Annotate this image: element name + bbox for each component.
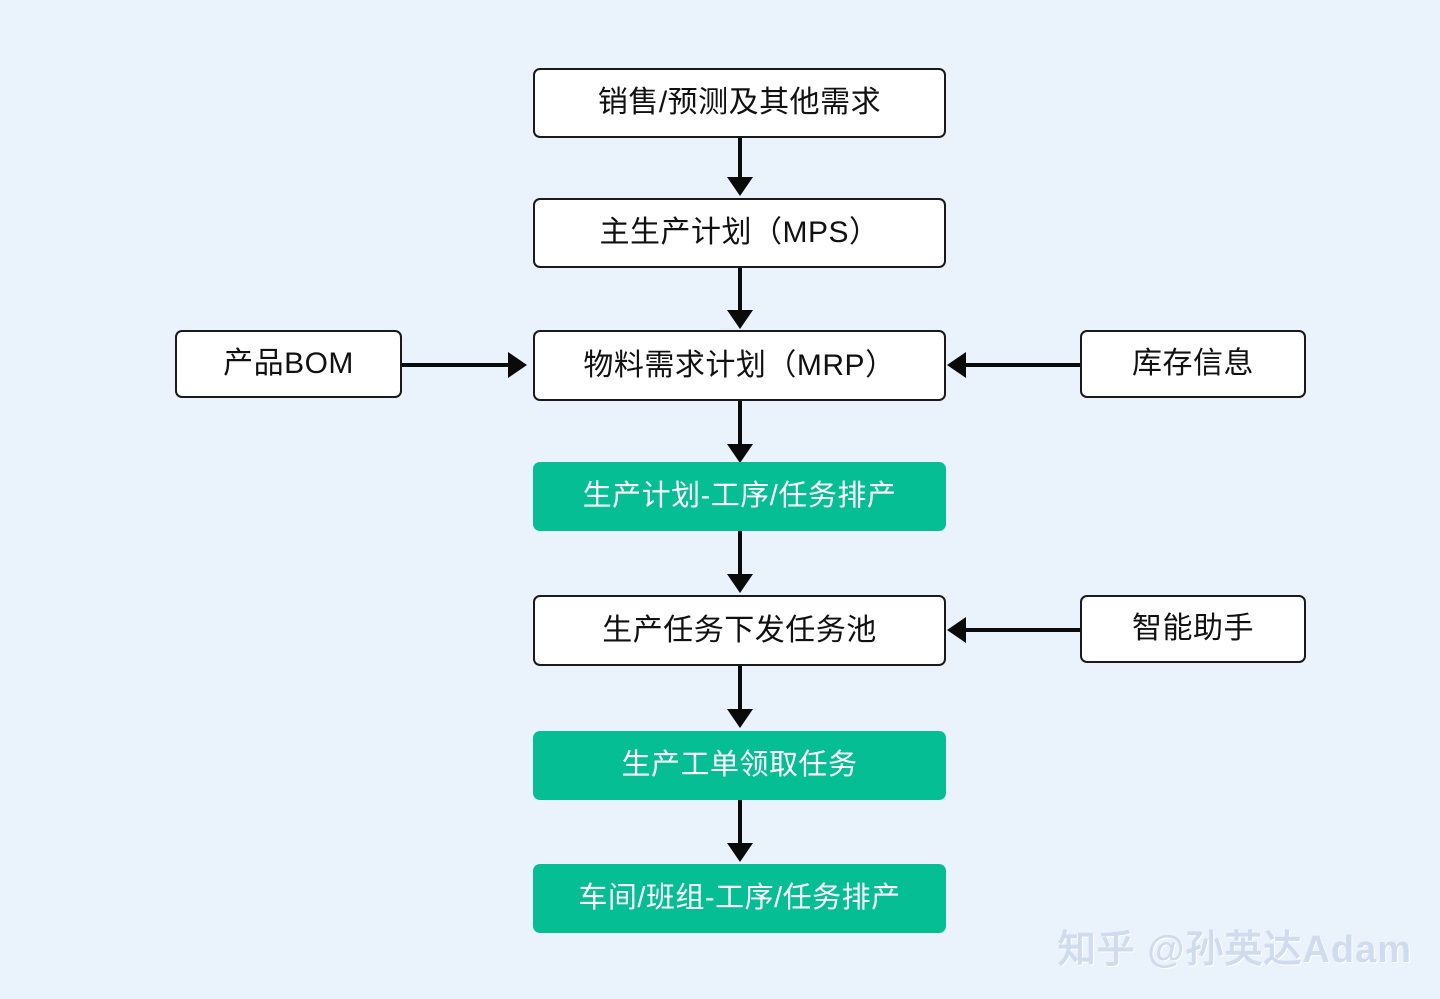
- node-label: 销售/预测及其他需求: [597, 86, 882, 119]
- connector-mps-to-mrp: [738, 268, 742, 315]
- arrowhead-inventory-to-mrp: [947, 352, 966, 378]
- node-task-pool-dispatch[interactable]: 生产任务下发任务池: [533, 595, 946, 666]
- node-label: 车间/班组-工序/任务排产: [578, 882, 901, 914]
- node-sales-forecast-demand[interactable]: 销售/预测及其他需求: [533, 68, 946, 138]
- connector-assistant-to-task-pool: [966, 628, 1080, 632]
- node-work-order-claim-task[interactable]: 生产工单领取任务: [533, 731, 946, 800]
- node-label: 库存信息: [1132, 347, 1254, 380]
- connector-work-order-to-workshop: [738, 800, 742, 848]
- watermark: 知乎 @孙英达Adam: [1057, 929, 1412, 971]
- node-production-plan-scheduling[interactable]: 生产计划-工序/任务排产: [533, 462, 946, 531]
- node-label: 生产工单领取任务: [621, 749, 858, 781]
- node-product-bom[interactable]: 产品BOM: [175, 330, 402, 398]
- connector-task-pool-to-work-order: [738, 666, 742, 714]
- node-label: 生产计划-工序/任务排产: [582, 480, 897, 512]
- connector-production-plan-to-task-pool: [738, 531, 742, 579]
- node-master-production-schedule[interactable]: 主生产计划（MPS）: [533, 198, 946, 268]
- connector-inventory-to-mrp: [966, 363, 1080, 367]
- arrowhead-work-order-to-workshop: [727, 843, 753, 862]
- arrowhead-task-pool-to-work-order: [727, 709, 753, 728]
- node-label: 物料需求计划（MRP）: [583, 348, 896, 382]
- arrowhead-production-plan-to-task-pool: [727, 574, 753, 593]
- arrowhead-bom-to-mrp: [508, 352, 527, 378]
- node-material-requirements-plan[interactable]: 物料需求计划（MRP）: [533, 330, 946, 401]
- connector-bom-to-mrp: [402, 363, 514, 367]
- arrowhead-demand-to-mps: [727, 177, 753, 196]
- node-workshop-team-scheduling[interactable]: 车间/班组-工序/任务排产: [533, 864, 946, 933]
- arrowhead-assistant-to-task-pool: [947, 617, 966, 643]
- node-label: 主生产计划（MPS）: [599, 216, 880, 249]
- connector-mrp-to-production-plan: [738, 401, 742, 449]
- arrowhead-mps-to-mrp: [727, 310, 753, 329]
- node-inventory-info[interactable]: 库存信息: [1080, 330, 1306, 398]
- node-label: 产品BOM: [223, 347, 354, 380]
- arrowhead-mrp-to-production-plan: [727, 444, 753, 463]
- node-smart-assistant[interactable]: 智能助手: [1080, 595, 1306, 663]
- connector-demand-to-mps: [738, 138, 742, 184]
- node-label: 生产任务下发任务池: [602, 613, 877, 647]
- node-label: 智能助手: [1132, 612, 1254, 645]
